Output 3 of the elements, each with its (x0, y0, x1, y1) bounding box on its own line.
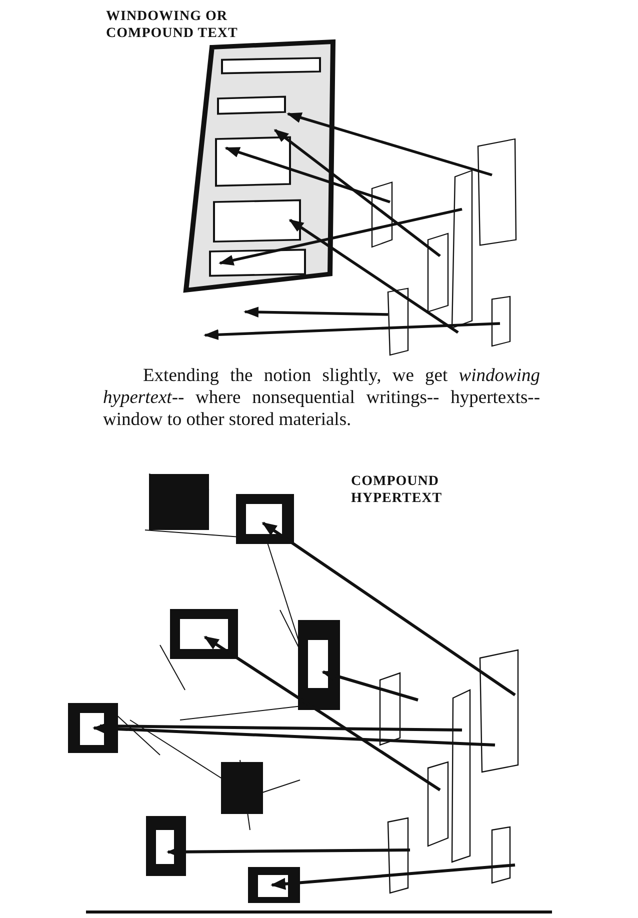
figure-label: WINDOWING OR COMPOUND TEXT (106, 8, 239, 42)
figure-label: COMPOUND HYPERTEXT (351, 473, 444, 507)
body-text: Extending the notion slightly, we get windowing hypertext-- where nonsequential writings-- hypertexts-- window to other stored materials. (103, 365, 540, 431)
